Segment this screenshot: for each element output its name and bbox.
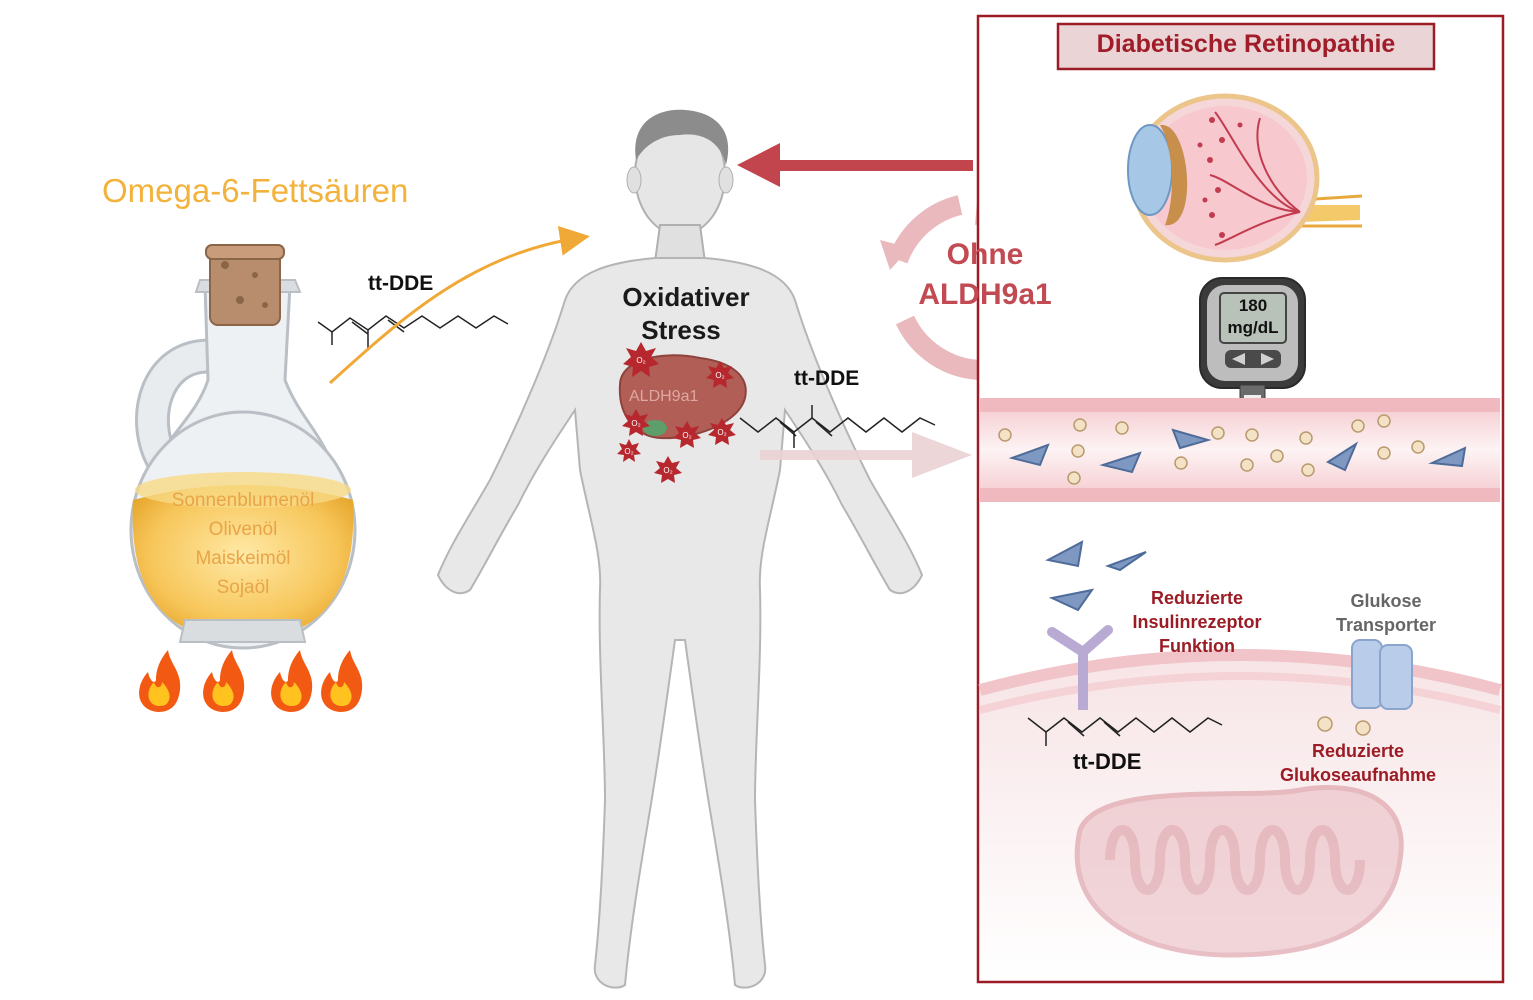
radical-icons: O₂ O₂ O₂ O₂ O₂ O₂ O₂ (617, 342, 736, 483)
oil-fill (132, 485, 354, 640)
flame-icon (139, 650, 181, 712)
molecule-label-body: tt-DDE (794, 367, 860, 390)
meter-display (1219, 292, 1287, 344)
cycle-label-2: ALDH9a1 (918, 278, 1052, 311)
mitochondrion (1074, 785, 1404, 958)
radical-label: O₂ (663, 466, 672, 475)
radical-label: O₂ (624, 447, 633, 456)
uptake-arrow (328, 225, 590, 385)
panel-title-box (1056, 22, 1436, 71)
human-body (436, 109, 924, 989)
glucose-uptake-label-2: Glukoseaufnahme (1279, 765, 1437, 785)
meter-unit: mg/dL (1227, 318, 1279, 337)
radical-label: O₂ (631, 419, 640, 428)
oil-label: Maiskeimöl (195, 548, 291, 569)
radical-icon: O₂ (673, 421, 701, 448)
insulin-molecules-free (1045, 540, 1147, 612)
omega6-title: Omega-6-Fettsäuren (102, 172, 409, 209)
blood-vessel (980, 398, 1500, 502)
insulin-receptor (1047, 625, 1113, 710)
panel-title: Diabetische Retinopathie (1096, 30, 1396, 58)
radical-icon: O₂ (617, 439, 641, 462)
transporter-label: Glukose (1350, 591, 1422, 611)
eye-icon (1127, 93, 1363, 263)
meter-value: 180 (1238, 296, 1268, 315)
glucose-transporter (1351, 639, 1413, 710)
insulin-receptor-label-3: Funktion (1159, 636, 1235, 656)
flame-icon (203, 650, 245, 712)
oil-label: Sojaöl (216, 577, 270, 598)
radical-icon: O₂ (706, 361, 734, 388)
flame-icon (271, 650, 313, 712)
oil-label: Sonnenblumenöl (171, 490, 315, 511)
oxidative-stress-label: Oxidativer (622, 282, 750, 312)
insulin-molecules (1008, 428, 1467, 474)
radical-icon: O₂ (623, 342, 659, 377)
molecule-label-cell: tt-DDE (1073, 749, 1142, 774)
radical-label: O₂ (636, 356, 645, 365)
radical-label: O₂ (682, 431, 691, 440)
glucose-molecules (998, 414, 1425, 485)
radical-label: O₂ (715, 371, 724, 380)
cycle-label: Ohne (946, 238, 1024, 271)
radical-icon: O₂ (622, 409, 650, 436)
insulin-receptor-label: Reduzierte (1150, 588, 1244, 608)
transporter-label-2: Transporter (1335, 615, 1437, 635)
flame-icon (321, 650, 363, 712)
molecule-tt-dde-cell (1027, 717, 1223, 746)
radical-label: O₂ (717, 428, 726, 437)
radical-icon: O₂ (654, 456, 682, 483)
molecule-tt-dde-body (739, 405, 936, 448)
glucose-uptake-label: Reduzierte (1311, 741, 1405, 761)
oil-label: Olivenöl (208, 519, 278, 540)
oil-bottle (129, 244, 357, 650)
transport-arrow (760, 432, 972, 478)
oxidative-stress-label-2: Stress (641, 315, 721, 345)
red-arrow-to-head (737, 143, 973, 187)
molecule-label-left: tt-DDE (368, 272, 434, 295)
flame-icons (139, 650, 363, 712)
molecule-tt-dde-left (317, 315, 509, 348)
liver-label: ALDH9a1 (629, 388, 699, 405)
radical-icon: O₂ (708, 418, 736, 445)
insulin-receptor-label-2: Insulinrezeptor (1132, 612, 1262, 632)
